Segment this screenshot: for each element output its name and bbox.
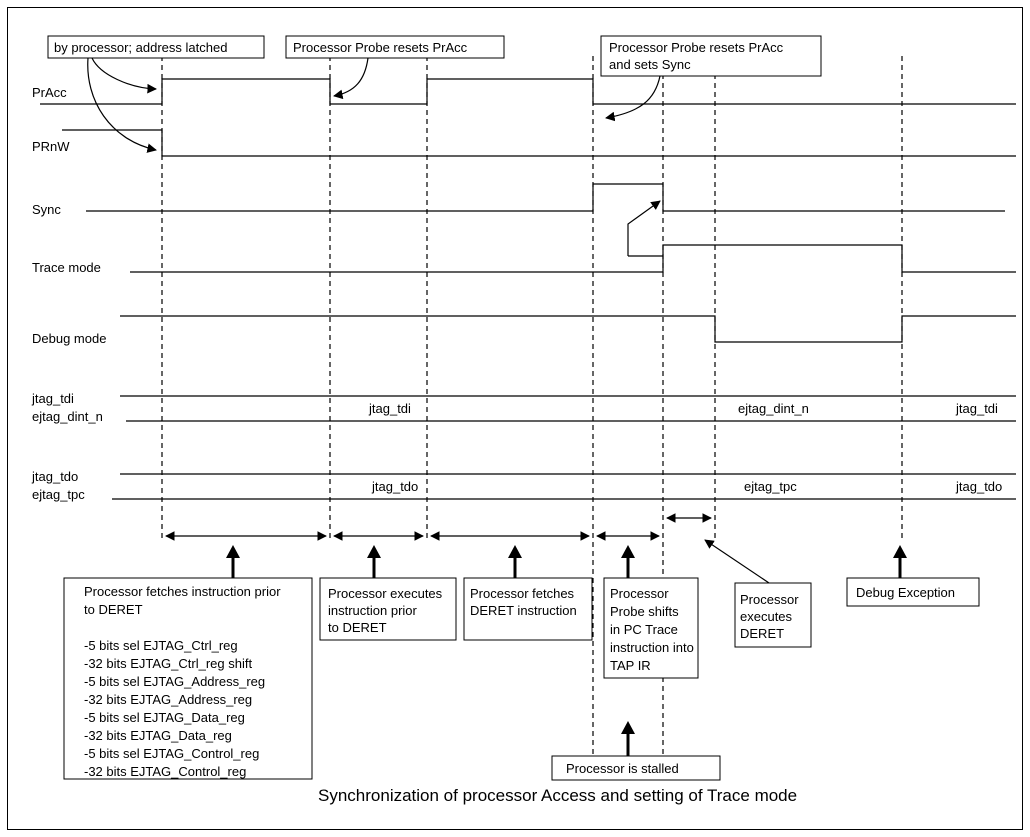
bus-value-tpc: ejtag_tpc xyxy=(744,479,797,494)
text-debug-exception: Debug Exception xyxy=(856,585,955,600)
signal-label-sync: Sync xyxy=(32,202,61,217)
callout-probe-resets-2 xyxy=(600,35,822,77)
signal-label-ejtag-tpc: ejtag_tpc xyxy=(32,487,85,502)
fetch-prior-line-1: Processor fetches instruction prior xyxy=(84,584,281,599)
latched-arrow-2 xyxy=(87,57,157,153)
fetch-prior-line-11: -32 bits EJTAG_Control_reg xyxy=(84,764,246,779)
probe-shifts-line-2: Probe shifts xyxy=(610,604,679,619)
fetch-deret-line-1: Processor fetches xyxy=(470,586,575,601)
fetch-prior-line-6: -5 bits sel EJTAG_Address_reg xyxy=(84,674,265,689)
trace-mode-waveform xyxy=(130,244,1016,273)
text-exec-prior: Processor executes instruction prior to … xyxy=(328,586,443,635)
prnw-waveform xyxy=(62,129,1016,157)
fetch-prior-line-5: -32 bits EJTAG_Ctrl_reg shift xyxy=(84,656,252,671)
fetch-prior-line-8: -5 bits sel EJTAG_Data_reg xyxy=(84,710,245,725)
exec-deret-line-1: Processor xyxy=(740,592,799,607)
probe-resets-arrow-1 xyxy=(333,57,369,100)
box-probe-shifts xyxy=(603,577,699,679)
fetch-prior-line-9: -32 bits EJTAG_Data_reg xyxy=(84,728,232,743)
pracc-waveform xyxy=(40,78,1016,105)
exec-prior-line-1: Processor executes xyxy=(328,586,443,601)
exec-prior-line-3: to DERET xyxy=(328,620,387,635)
signal-label-ejtag-dint-n: ejtag_dint_n xyxy=(32,409,103,424)
fetch-prior-line-7: -32 bits EJTAG_Address_reg xyxy=(84,692,252,707)
text-fetch-deret: Processor fetches DERET instruction xyxy=(470,586,577,618)
callout-probe-resets-2-line-1: Processor Probe resets PrAcc xyxy=(609,40,784,55)
probe-resets-arrow-2 xyxy=(605,75,661,122)
bus-value-tdi-2: jtag_tdi xyxy=(955,401,998,416)
latched-arrow-1 xyxy=(91,57,157,94)
signal-label-jtag-tdi: jtag_tdi xyxy=(31,391,74,406)
callout-probe-resets-1-text: Processor Probe resets PrAcc xyxy=(293,40,468,55)
signal-label-pracc: PrAcc xyxy=(32,85,67,100)
callout-probe-resets-2-line-2: and sets Sync xyxy=(609,57,691,72)
box-debug-exception xyxy=(846,577,980,607)
sync-waveform xyxy=(86,183,1005,212)
exec-deret-line-3: DERET xyxy=(740,626,784,641)
diagram-caption: Synchronization of processor Access and … xyxy=(318,786,797,805)
box-stalled xyxy=(551,755,721,781)
exec-deret-arrow xyxy=(704,539,773,586)
signal-label-jtag-tdo: jtag_tdo xyxy=(31,469,78,484)
probe-shifts-line-5: TAP IR xyxy=(610,658,651,673)
box-fetch-prior xyxy=(63,577,313,780)
box-exec-prior xyxy=(319,577,457,641)
exec-deret-line-2: executes xyxy=(740,609,793,624)
callout-probe-resets-1 xyxy=(285,35,505,59)
fetch-deret-line-2: DERET instruction xyxy=(470,603,577,618)
sync-trace-arrow xyxy=(627,200,661,256)
debug-mode-waveform xyxy=(120,315,1016,343)
callout-address-latched xyxy=(47,35,265,59)
bus-value-dint: ejtag_dint_n xyxy=(738,401,809,416)
text-stalled: Processor is stalled xyxy=(566,761,679,776)
bus-value-tdo-2: jtag_tdo xyxy=(955,479,1002,494)
box-exec-deret xyxy=(734,582,812,648)
probe-shifts-line-1: Processor xyxy=(610,586,669,601)
pointer-arrows xyxy=(226,545,907,756)
probe-shifts-line-4: instruction into xyxy=(610,640,694,655)
bus-value-tdo-1: jtag_tdo xyxy=(371,479,418,494)
text-fetch-prior: Processor fetches instruction prior to D… xyxy=(84,584,281,779)
signal-label-prnw: PRnW xyxy=(32,139,70,154)
box-fetch-deret xyxy=(463,577,593,641)
diagram-frame xyxy=(7,7,1023,830)
text-exec-deret: Processor executes DERET xyxy=(740,592,799,641)
fetch-prior-line-2: to DERET xyxy=(84,602,143,617)
probe-shifts-line-3: in PC Trace xyxy=(610,622,678,637)
exec-prior-line-2: instruction prior xyxy=(328,603,418,618)
fetch-prior-line-4: -5 bits sel EJTAG_Ctrl_reg xyxy=(84,638,238,653)
bus-value-tdi-1: jtag_tdi xyxy=(368,401,411,416)
text-probe-shifts: Processor Probe shifts in PC Trace instr… xyxy=(610,586,694,673)
signal-label-debug-mode: Debug mode xyxy=(32,331,106,346)
callout-address-latched-text: by processor; address latched xyxy=(54,40,227,55)
fetch-prior-line-10: -5 bits sel EJTAG_Control_reg xyxy=(84,746,259,761)
signal-label-trace-mode: Trace mode xyxy=(32,260,101,275)
